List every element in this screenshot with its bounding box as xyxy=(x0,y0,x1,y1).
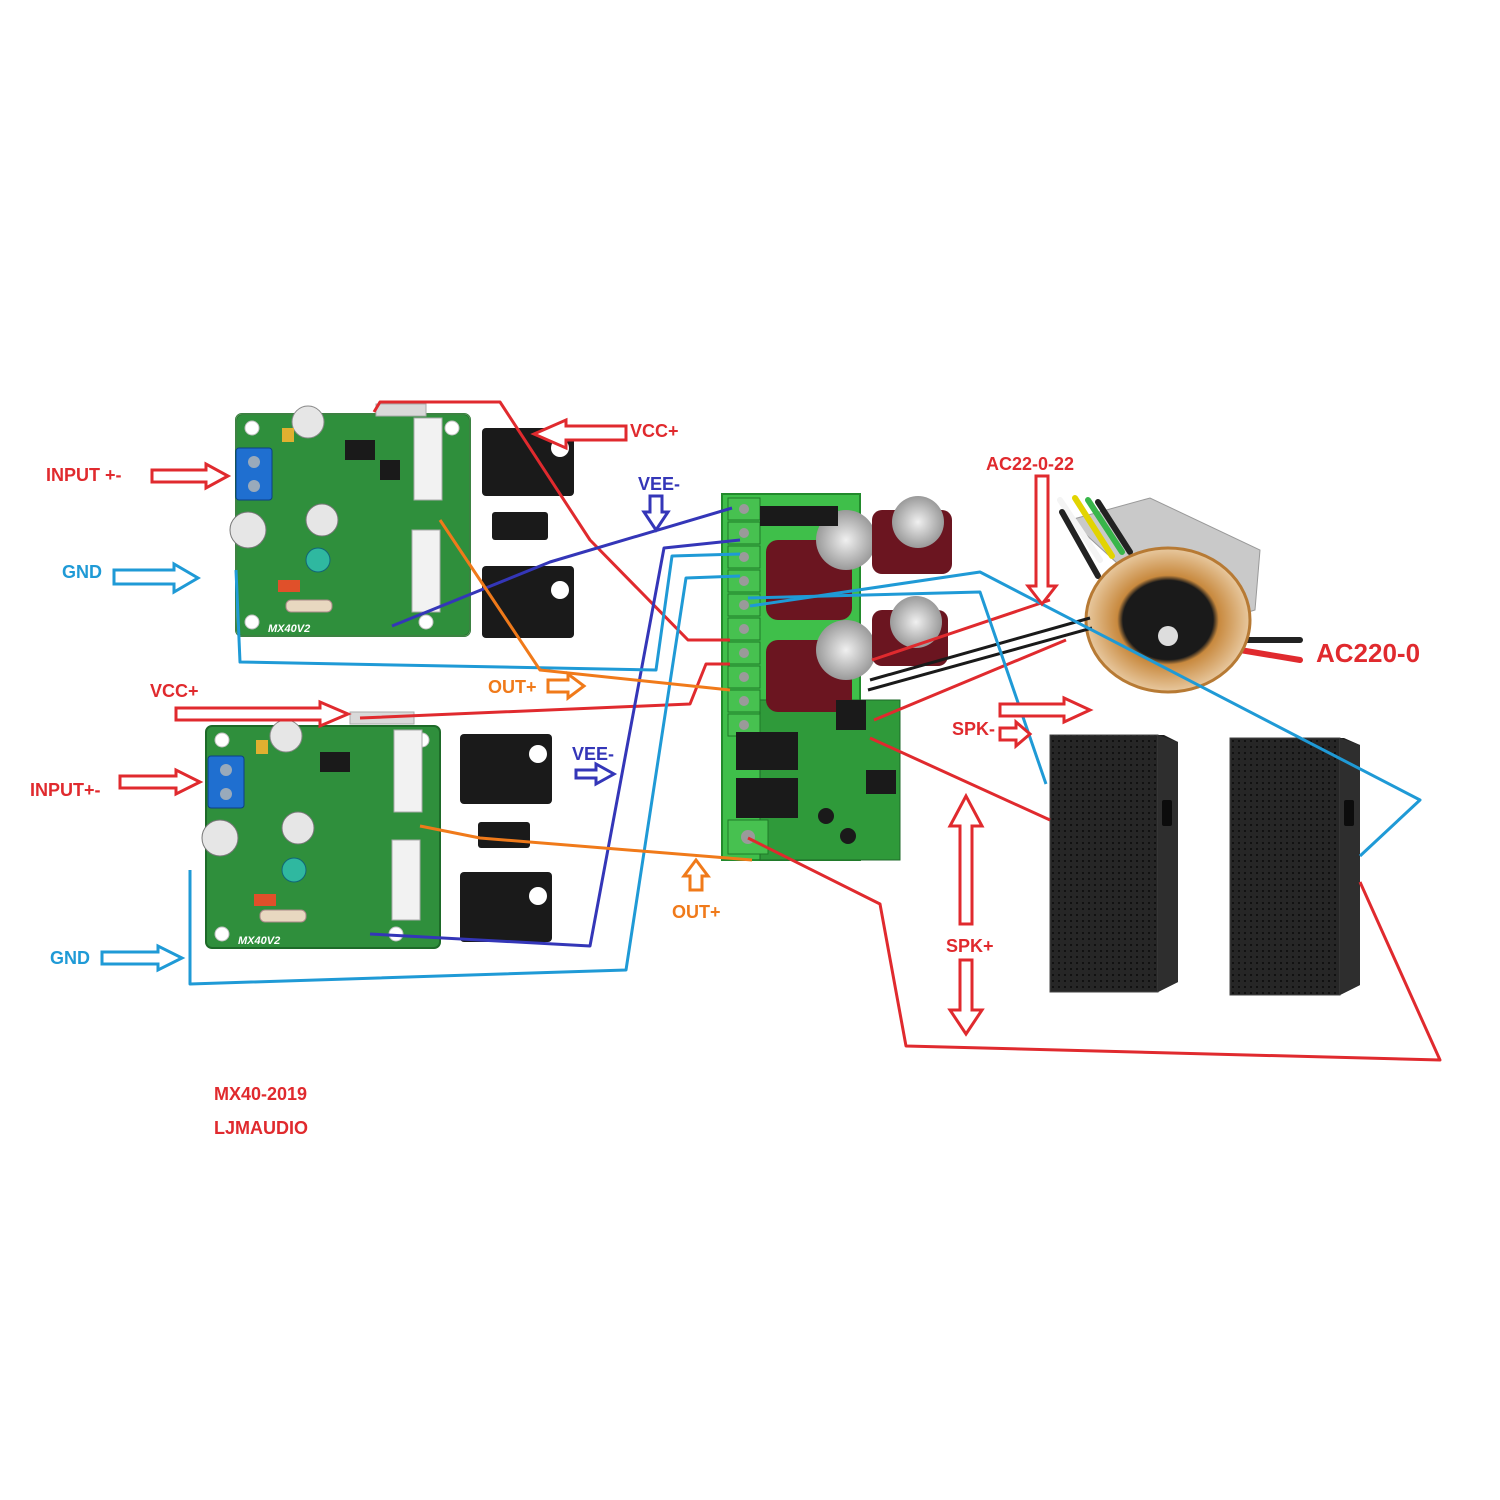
label-vee-1: VEE- xyxy=(638,474,680,494)
board-1-silkscreen: MX40V2 xyxy=(268,623,310,635)
label-ac-secondary: AC22-0-22 xyxy=(986,454,1074,474)
label-vcc-2: VCC+ xyxy=(150,681,199,701)
power-supply-board xyxy=(721,493,952,861)
arrows xyxy=(100,417,1094,1037)
speaker-right xyxy=(1229,737,1360,996)
label-vcc-1: VCC+ xyxy=(630,421,679,441)
wires xyxy=(188,400,1442,1062)
label-input-1: INPUT +- xyxy=(46,465,122,485)
label-out-2: OUT+ xyxy=(672,902,721,922)
label-brand: LJMAUDIO xyxy=(214,1118,308,1138)
label-gnd-2: GND xyxy=(50,948,90,968)
toroidal-transformer xyxy=(1057,495,1303,694)
label-ac-primary: AC220-0 xyxy=(1316,638,1420,668)
label-spk-minus: SPK- xyxy=(952,719,995,739)
amp-board-2: MX40V2 xyxy=(201,711,552,949)
label-input-2: INPUT+- xyxy=(30,780,101,800)
labels: INPUT +- GND VCC+ VEE- OUT+ VCC+ INPUT+-… xyxy=(30,421,1420,1138)
label-spk-plus: SPK+ xyxy=(946,936,994,956)
amp-board-1: MX40V2 xyxy=(229,403,574,638)
label-gnd-1: GND xyxy=(62,562,102,582)
speaker-left xyxy=(1049,734,1178,993)
label-out-1: OUT+ xyxy=(488,677,537,697)
label-vee-2: VEE- xyxy=(572,744,614,764)
board-2-silkscreen: MX40V2 xyxy=(238,935,280,947)
label-model: MX40-2019 xyxy=(214,1084,307,1104)
